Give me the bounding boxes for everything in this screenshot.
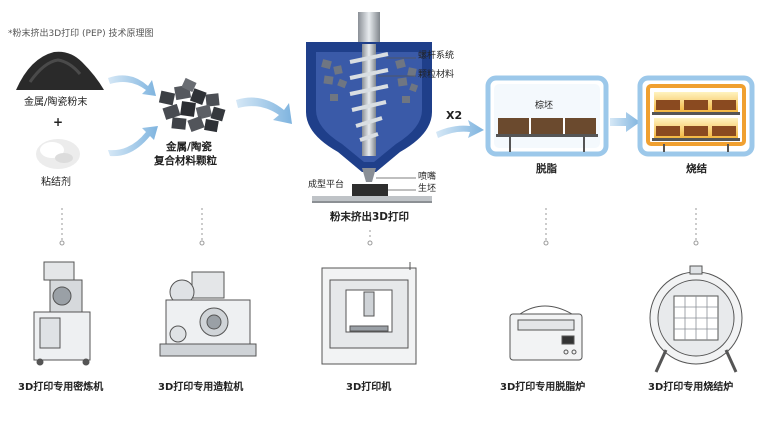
machine-label-sintering-furnace: 3D打印专用烧结炉 bbox=[648, 382, 734, 393]
arrow-powder-to-granules bbox=[108, 75, 156, 96]
metal-powder-pile bbox=[16, 51, 104, 90]
diagram-title: *粉末挤出3D打印 (PEP) 技术原理图 bbox=[8, 29, 154, 39]
machine-label-debinding-furnace: 3D打印专用脱脂炉 bbox=[500, 382, 586, 393]
printer-leader-lines bbox=[376, 57, 416, 191]
composite-granules bbox=[158, 77, 226, 133]
machine-label-granulator: 3D打印专用造粒机 bbox=[158, 382, 244, 393]
brown-body-label: 棕坯 bbox=[535, 101, 554, 111]
printer-caption: 粉末挤出3D打印 bbox=[330, 211, 410, 223]
arrow-debinding-to-sintering bbox=[610, 112, 640, 132]
granulator-machine bbox=[159, 271, 257, 357]
sintering-caption: 烧结 bbox=[686, 163, 707, 175]
3d-printer-machine bbox=[321, 262, 417, 365]
nozzle-label: 喷嘴 bbox=[418, 172, 437, 182]
build-platform-label: 成型平台 bbox=[308, 180, 345, 190]
arrow-printer-to-debinding bbox=[436, 120, 484, 138]
extrusion-printer-section bbox=[306, 12, 432, 203]
powder-label: 金属/陶瓷粉末 bbox=[24, 97, 88, 108]
connector-dots bbox=[59, 240, 699, 246]
granule-material-label: 颗粒材料 bbox=[418, 70, 455, 80]
debinding-furnace-machine bbox=[509, 305, 583, 361]
machine-label-printer: 3D打印机 bbox=[346, 382, 392, 393]
machine-label-mixer: 3D打印专用密炼机 bbox=[18, 382, 104, 393]
sintering-furnace-machine bbox=[649, 265, 743, 373]
binder-ball bbox=[36, 139, 80, 169]
multiplier-label: X2 bbox=[446, 109, 463, 122]
granule-label-line2: 复合材料颗粒 bbox=[154, 155, 217, 167]
debinding-oven bbox=[485, 75, 609, 157]
internal-mixer-machine bbox=[33, 261, 91, 366]
binder-label: 粘结剂 bbox=[41, 177, 71, 188]
dashed-connectors bbox=[61, 208, 697, 240]
plus-sign: + bbox=[53, 115, 64, 129]
arrow-granules-to-printer bbox=[236, 97, 292, 124]
screw-system-label: 螺杆系统 bbox=[418, 51, 455, 61]
granule-label-line1: 金属/陶瓷 bbox=[166, 141, 212, 153]
green-body-label: 生坯 bbox=[418, 184, 437, 194]
sintering-oven bbox=[637, 75, 755, 157]
arrow-binder-to-granules bbox=[108, 126, 158, 157]
debinding-caption: 脱脂 bbox=[536, 163, 557, 175]
